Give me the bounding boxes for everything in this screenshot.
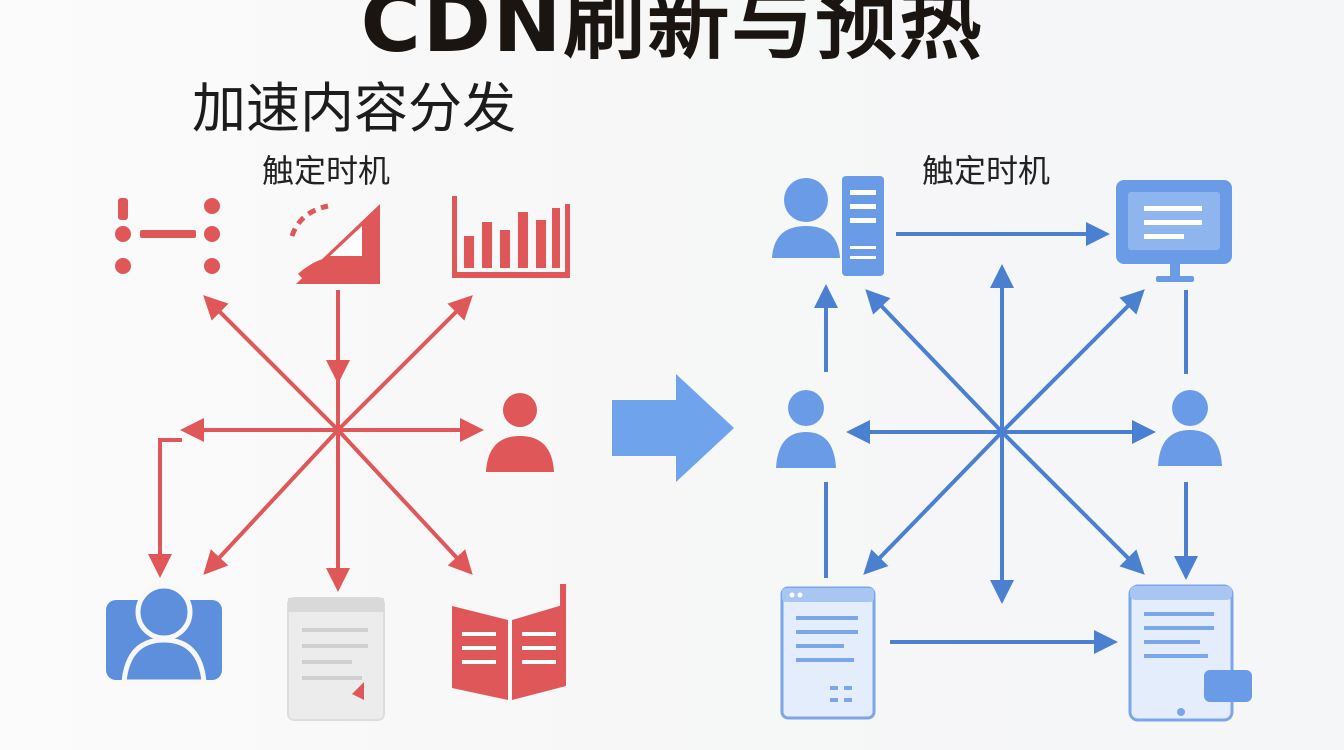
subtitle: 加速内容分发 (192, 77, 516, 140)
open-book-icon (452, 584, 566, 700)
left-star-arrows (148, 290, 484, 592)
right-arrow-ne (1000, 289, 1145, 434)
right-star-arrows (814, 222, 1198, 654)
person-icon (486, 393, 554, 472)
user-group-icon (106, 583, 222, 685)
user-server-icon (772, 176, 884, 276)
monitor-icon (1116, 180, 1232, 282)
right-caption: 触定时机 (922, 152, 1051, 190)
right-arrow-nw (865, 289, 1004, 434)
document-icon (287, 597, 385, 721)
person-right-icon (1158, 390, 1222, 466)
left-caption: 触定时机 (262, 152, 391, 190)
left-elbow-arrow (148, 438, 182, 578)
transition-arrow (612, 374, 734, 482)
browser-document-icon (780, 586, 876, 720)
main-title: CDN刷新与预热 (360, 0, 984, 71)
warning-cone-icon (289, 203, 380, 284)
bar-chart-icon (452, 196, 570, 278)
left-arrow-nw (203, 295, 340, 432)
left-arrow-ne (336, 295, 473, 432)
person-left-icon (776, 390, 836, 468)
node-network-icon (115, 198, 220, 274)
right-arrow-se (1000, 430, 1145, 575)
right-arrow-sw (863, 430, 1004, 575)
tablet-icon (1128, 584, 1252, 722)
left-arrow-se (336, 428, 473, 575)
left-arrow-sw (203, 428, 340, 575)
